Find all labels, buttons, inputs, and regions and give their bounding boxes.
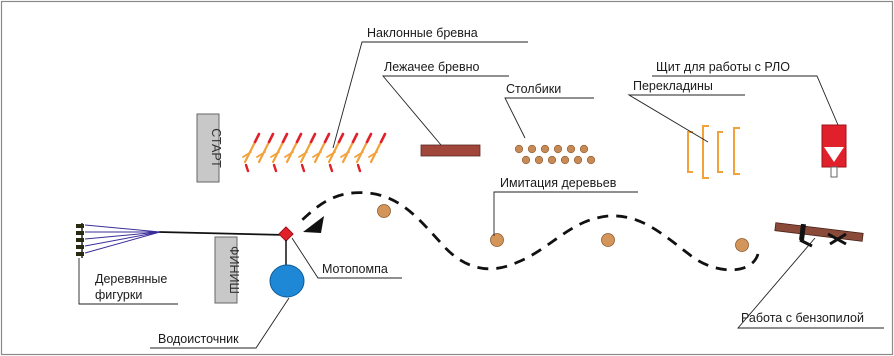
start-sign-icon: СТАРТ	[196, 113, 223, 183]
post	[547, 155, 557, 165]
hose-line	[158, 231, 288, 236]
lying-log-icon	[420, 144, 481, 157]
label-motor-pump: Мотопомпа	[322, 262, 388, 276]
label-wooden-figures-line2: фигурки	[95, 288, 142, 302]
sloped-log	[272, 163, 278, 173]
leader-tree-imitation	[493, 191, 638, 236]
leader-motor-pump	[291, 237, 402, 279]
leader-wooden-figures	[78, 258, 178, 305]
leader-rlo-board	[652, 75, 839, 126]
sloped-log	[354, 151, 364, 158]
finish-sign-icon: ФИНИШ	[214, 236, 241, 304]
post	[566, 144, 576, 154]
sloped-log	[270, 151, 280, 158]
post	[560, 155, 570, 165]
sloped-log	[328, 163, 334, 173]
motor-pump-icon	[278, 226, 294, 242]
sloped-log	[337, 132, 345, 144]
sloped-log	[284, 151, 294, 158]
post	[586, 155, 596, 165]
post	[527, 144, 537, 154]
sloped-log	[368, 151, 378, 158]
post	[534, 155, 544, 165]
sloped-log	[253, 132, 261, 144]
sloped-log	[365, 132, 373, 144]
label-lying-log: Лежачее бревно	[384, 60, 480, 74]
sloped-log	[244, 163, 250, 173]
sloped-log	[256, 151, 266, 158]
hose-fan-icon	[84, 224, 161, 254]
route-arrow-icon	[303, 216, 324, 233]
sloped-log	[326, 151, 336, 158]
leader-posts	[504, 97, 594, 139]
post	[521, 155, 531, 165]
rlo-board-icon	[821, 124, 847, 178]
leader-chainsaw	[737, 237, 884, 329]
tree-icon	[377, 204, 749, 252]
sloped-log	[309, 132, 317, 144]
leader-lying-log	[382, 75, 509, 146]
hose-branch	[84, 231, 161, 247]
water-source-icon	[269, 264, 305, 298]
label-sloped-logs: Наклонные бревна	[367, 26, 478, 40]
leader-water-source	[150, 297, 290, 349]
post	[514, 144, 524, 154]
label-tree-imitation: Имитация деревьев	[500, 176, 617, 190]
sloped-log	[340, 151, 350, 158]
leader-sloped-logs	[332, 41, 528, 149]
label-rlo-board: Щит для работы с РЛО	[656, 60, 790, 74]
posts-icon	[514, 144, 596, 165]
sloped-log	[379, 132, 387, 144]
chainsaw-log-icon	[774, 222, 864, 248]
label-chainsaw-work: Работа с бензопилой	[741, 311, 864, 325]
sloped-log	[267, 132, 275, 144]
sloped-log	[281, 132, 289, 144]
finish-sign-label: ФИНИШ	[227, 246, 241, 294]
sloped-logs-icon	[242, 132, 387, 173]
label-posts: Столбики	[506, 82, 561, 96]
hose-branch	[84, 224, 161, 233]
hose-branch	[84, 231, 161, 254]
post	[553, 144, 563, 154]
sloped-log	[351, 132, 359, 144]
sloped-log	[312, 151, 322, 158]
label-crossbars: Перекладины	[633, 79, 713, 93]
sloped-log	[295, 132, 303, 144]
wooden-figures-icon	[76, 223, 84, 258]
post	[573, 155, 583, 165]
sloped-log	[356, 163, 362, 173]
sloped-log	[298, 151, 308, 158]
leader-crossbars	[627, 94, 745, 143]
post	[540, 144, 550, 154]
label-water-source: Водоисточник	[158, 332, 239, 346]
post	[579, 144, 589, 154]
leader-lines	[78, 41, 884, 349]
sloped-log	[300, 163, 306, 173]
label-wooden-figures-line1: Деревянные	[95, 272, 167, 286]
hose-branch	[84, 231, 161, 240]
sloped-log	[323, 132, 331, 144]
start-sign-label: СТАРТ	[209, 128, 223, 168]
dashed-route-icon	[299, 191, 760, 272]
sloped-log	[242, 151, 252, 158]
